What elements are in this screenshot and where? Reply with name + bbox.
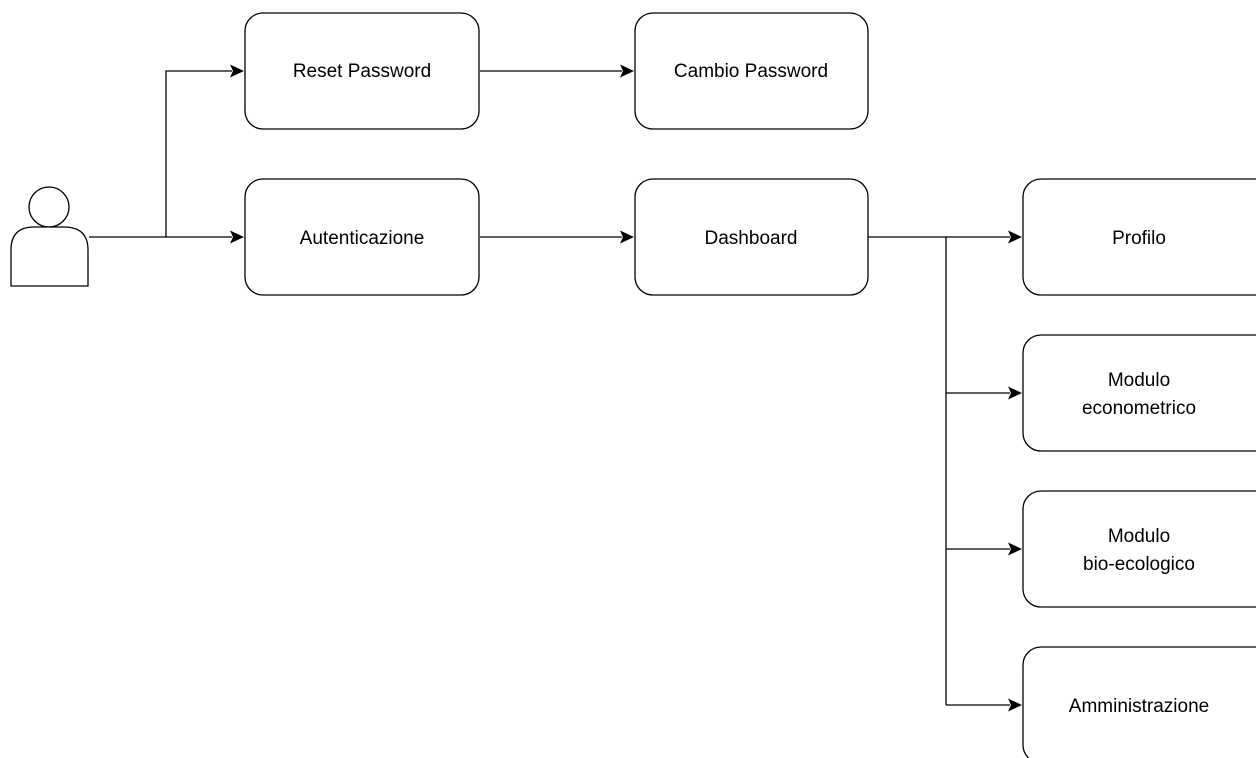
node-modulo-bio-ecologico: Modulo bio-ecologico [1022, 490, 1256, 608]
arrowhead-reset-password [230, 64, 244, 78]
node-label-line1: Modulo [1108, 526, 1170, 547]
user-icon [10, 186, 89, 287]
arrowhead-modulo-econometrico [1008, 386, 1022, 400]
arrowhead-amministrazione [1008, 698, 1022, 712]
node-cambio-password: Cambio Password [634, 12, 869, 130]
node-label: Dashboard [705, 228, 798, 249]
edge-actor-to-reset-password [165, 70, 232, 237]
arrowhead-autenticazione [230, 230, 244, 244]
node-dashboard: Dashboard [634, 178, 869, 296]
node-profilo: Profilo [1022, 178, 1256, 296]
node-label-line2: bio-ecologico [1083, 554, 1195, 575]
node-modulo-econometrico: Modulo econometrico [1022, 334, 1256, 452]
node-label: Reset Password [293, 61, 431, 82]
edges [89, 64, 1022, 712]
node-label: Cambio Password [674, 61, 828, 82]
node-label: Profilo [1112, 228, 1166, 249]
arrowhead-modulo-bio-ecologico [1008, 542, 1022, 556]
arrowhead-profilo [1008, 230, 1022, 244]
node-label: Autenticazione [300, 228, 425, 249]
node-amministrazione: Amministrazione [1022, 646, 1256, 758]
arrowhead-dashboard [620, 230, 634, 244]
arrowhead-cambio-password [620, 64, 634, 78]
node-label: Amministrazione [1069, 696, 1209, 717]
node-reset-password: Reset Password [244, 12, 480, 130]
node-autenticazione: Autenticazione [244, 178, 480, 296]
node-label-line2: econometrico [1082, 398, 1196, 419]
node-label-line1: Modulo [1108, 370, 1170, 391]
